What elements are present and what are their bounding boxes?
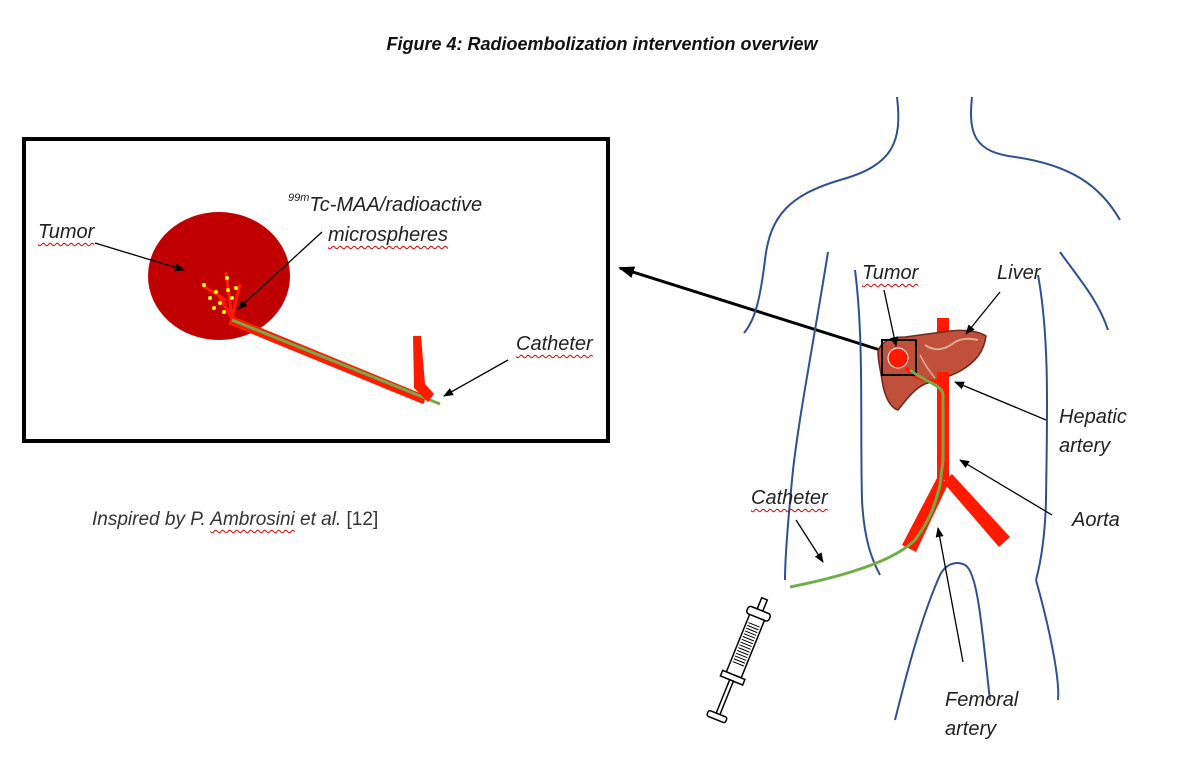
liver-arrow <box>965 291 1001 335</box>
credit-author: Ambrosini <box>210 509 295 530</box>
inner-legs <box>894 562 991 721</box>
inset-catheter-arrow <box>443 359 509 397</box>
right-iliac <box>943 474 1010 547</box>
hepatic-label-line1: Hepatic <box>1059 406 1127 428</box>
zoom-box <box>881 339 917 376</box>
zoom-arrow <box>618 266 881 352</box>
inset-tumor-label: Tumor <box>38 221 95 243</box>
body-outline <box>743 96 1121 721</box>
liver-icon <box>877 329 987 411</box>
body-catheter <box>789 368 945 589</box>
credit-reference: [12] <box>346 509 379 530</box>
inset-tracer-label-line2: microspheres <box>328 224 449 246</box>
credit-prefix: Inspired by P. <box>92 509 211 530</box>
inset-catheter <box>231 318 441 406</box>
left-arm <box>784 251 829 581</box>
inset-frame <box>22 137 610 443</box>
torso-right <box>1035 274 1049 581</box>
liver-label: Liver <box>997 262 1041 284</box>
inset-tumor-disc <box>148 212 290 340</box>
torso-left <box>854 269 881 576</box>
tracer-text: Tc-MAA/radioactive <box>309 194 483 216</box>
inset-tracer-label-line1: 99mTc-MAA/radioactive <box>288 192 483 217</box>
tumor-label: Tumor <box>862 262 919 284</box>
tumor-arrow <box>883 289 899 347</box>
left-iliac <box>902 478 949 552</box>
neck-right <box>970 96 1121 221</box>
inset-tumor-arrow <box>94 242 185 272</box>
inset-tracer-arrow <box>237 231 323 310</box>
inset-panel <box>22 137 610 443</box>
right-arm <box>1059 251 1109 331</box>
hepatic-label-line2: artery <box>1059 435 1111 457</box>
femoral-label-line2: artery <box>945 718 997 740</box>
inset-catheter-label: Catheter <box>516 333 593 355</box>
femoral-label-line1: Femoral <box>945 689 1019 711</box>
tumor-icon <box>887 347 909 369</box>
femoral-arrow <box>935 527 964 663</box>
aorta-arrow <box>959 459 1053 516</box>
right-leg-outer <box>1035 579 1060 701</box>
catheter-arrow <box>795 519 824 563</box>
hepatic-arrow <box>954 381 1047 421</box>
catheter-label: Catheter <box>751 487 828 509</box>
aorta-label: Aorta <box>1072 509 1120 531</box>
figure-title: Figure 4: Radioembolization intervention… <box>386 34 818 54</box>
neck-left <box>743 96 900 334</box>
microsphere-dots <box>202 276 238 314</box>
credit-line: Inspired by P. Ambrosini et al. [12] <box>92 509 378 531</box>
syringe-icon <box>706 596 771 724</box>
credit-suffix: et al. <box>294 509 347 530</box>
inset-artery-branch <box>413 336 434 402</box>
isotope-superscript: 99m <box>288 192 310 205</box>
